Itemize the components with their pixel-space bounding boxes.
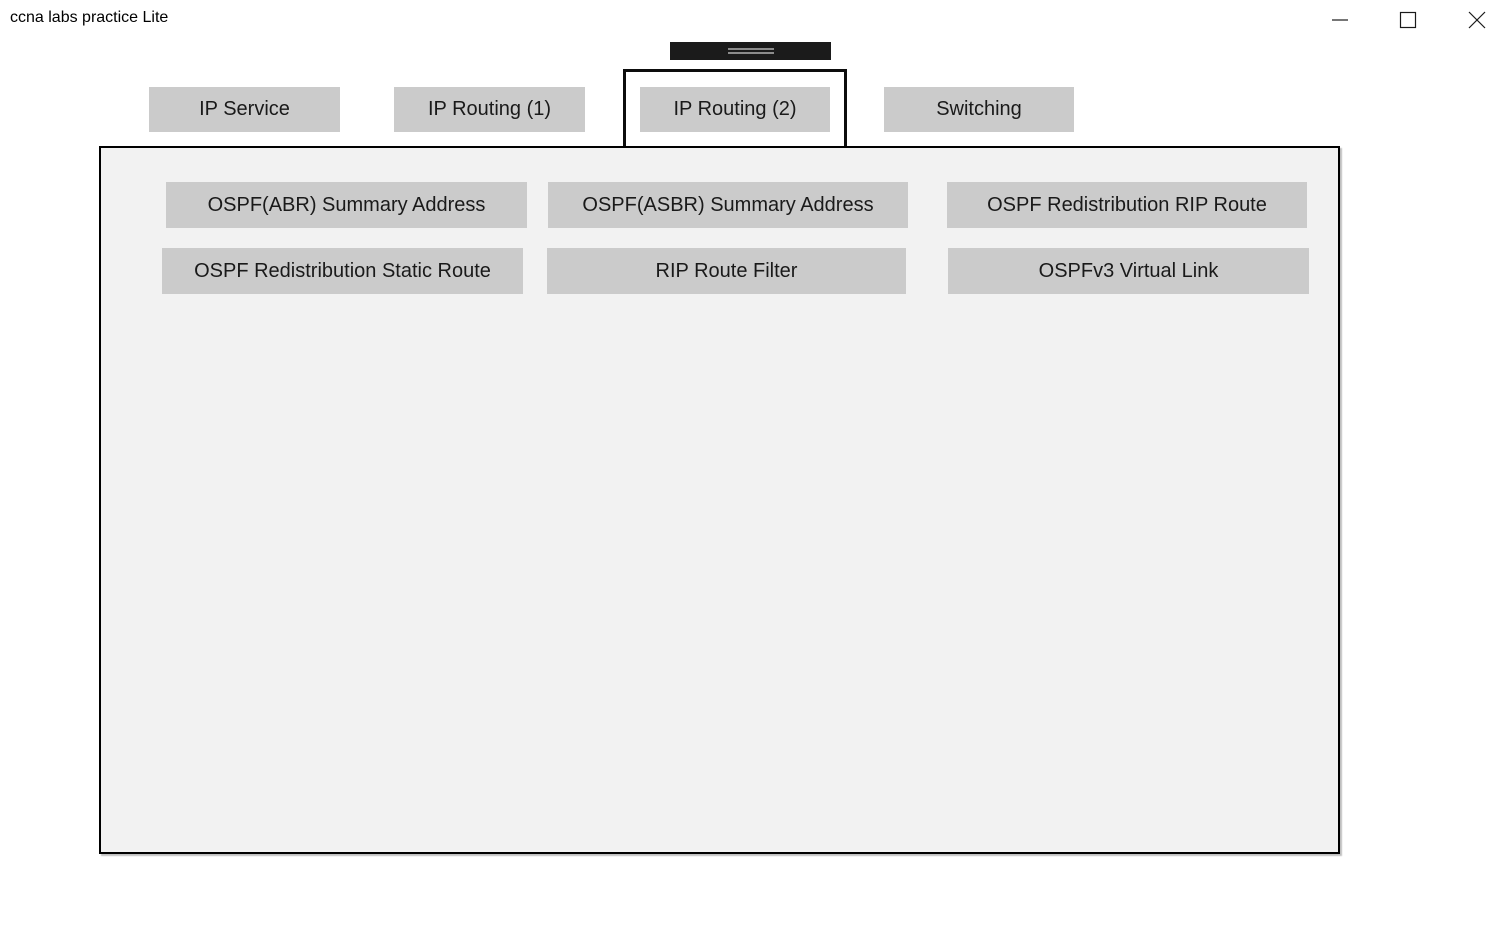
minimize-icon	[1330, 10, 1350, 30]
close-icon	[1467, 10, 1487, 30]
grip-lines-icon	[727, 52, 774, 54]
tab-content-panel: OSPF(ABR) Summary Address OSPF(ASBR) Sum…	[99, 146, 1340, 854]
window-title: ccna labs practice Lite	[10, 9, 169, 26]
ospf-redistribution-static-route-button[interactable]: OSPF Redistribution Static Route	[162, 248, 523, 294]
tab-ip-service[interactable]: IP Service	[149, 87, 340, 132]
grip-lines-icon	[727, 48, 774, 50]
maximize-icon	[1398, 10, 1418, 30]
minimize-button[interactable]	[1320, 4, 1360, 36]
tab-ip-routing-1[interactable]: IP Routing (1)	[394, 87, 585, 132]
ospf-redistribution-rip-route-button[interactable]: OSPF Redistribution RIP Route	[947, 182, 1307, 228]
tab-switching[interactable]: Switching	[884, 87, 1074, 132]
ospf-asbr-summary-address-button[interactable]: OSPF(ASBR) Summary Address	[548, 182, 908, 228]
rip-route-filter-button[interactable]: RIP Route Filter	[547, 248, 906, 294]
ospf-abr-summary-address-button[interactable]: OSPF(ABR) Summary Address	[166, 182, 527, 228]
drag-handle[interactable]	[670, 42, 831, 60]
ospfv3-virtual-link-button[interactable]: OSPFv3 Virtual Link	[948, 248, 1309, 294]
tab-ip-routing-2[interactable]: IP Routing (2)	[640, 87, 830, 132]
close-button[interactable]	[1457, 4, 1497, 36]
maximize-button[interactable]	[1388, 4, 1428, 36]
